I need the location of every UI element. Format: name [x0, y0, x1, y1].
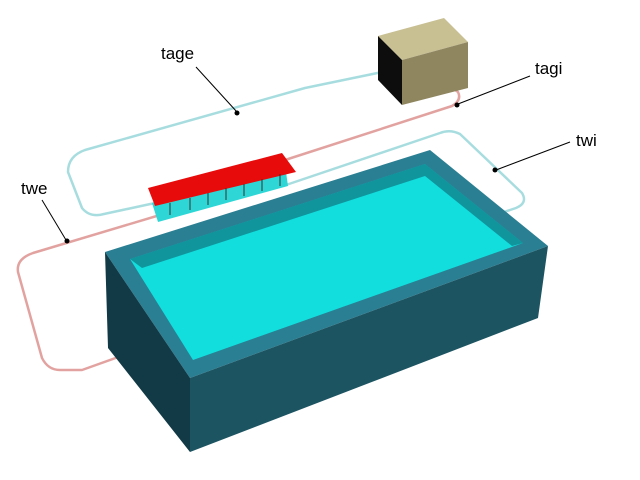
label-tage: tage: [161, 44, 194, 63]
leader-line-twe: [41, 199, 67, 241]
box-top-face: [378, 18, 468, 60]
leader-line-tagi: [457, 75, 531, 105]
warm-pipe-tagi-segment: [284, 70, 461, 162]
pointer-dot-twe: [64, 238, 70, 244]
pool-front-wall: [190, 246, 548, 452]
heat-exchanger-box: [378, 18, 468, 105]
solar-collector: [148, 153, 296, 222]
pointer-dot-twi: [492, 167, 498, 173]
leader-line-twi: [495, 141, 571, 171]
pool-inner-back-wall: [130, 164, 425, 268]
pool-left-wall: [105, 252, 190, 452]
label-twi-group: twi: [492, 131, 597, 173]
warm-pipe-loop: [16, 70, 461, 372]
box-front-face: [378, 36, 402, 105]
box-side-face: [402, 42, 468, 105]
collector-absorber-plate: [148, 153, 296, 206]
label-tage-group: tage: [161, 44, 240, 116]
label-twe: twe: [21, 179, 47, 198]
collector-flow-arrows: [169, 174, 281, 215]
label-tagi: tagi: [535, 59, 562, 78]
collector-under-panel: [152, 172, 288, 222]
pool-water-surface: [130, 164, 523, 360]
cold-pipe-tage-segment: [66, 68, 393, 217]
swimming-pool: [105, 150, 548, 452]
warm-pipe-twe-segment: [16, 213, 161, 372]
label-twi: twi: [576, 131, 597, 150]
cold-pipe-twi-segment: [282, 130, 526, 222]
leader-line-tage: [195, 66, 238, 113]
label-tagi-group: tagi: [454, 59, 562, 108]
cold-pipe-loop: [66, 68, 526, 222]
pointer-dot-tage: [234, 110, 240, 116]
pointer-dot-tagi: [454, 102, 460, 108]
label-twe-group: twe: [21, 179, 70, 244]
pool-inner-right-wall: [425, 164, 523, 246]
